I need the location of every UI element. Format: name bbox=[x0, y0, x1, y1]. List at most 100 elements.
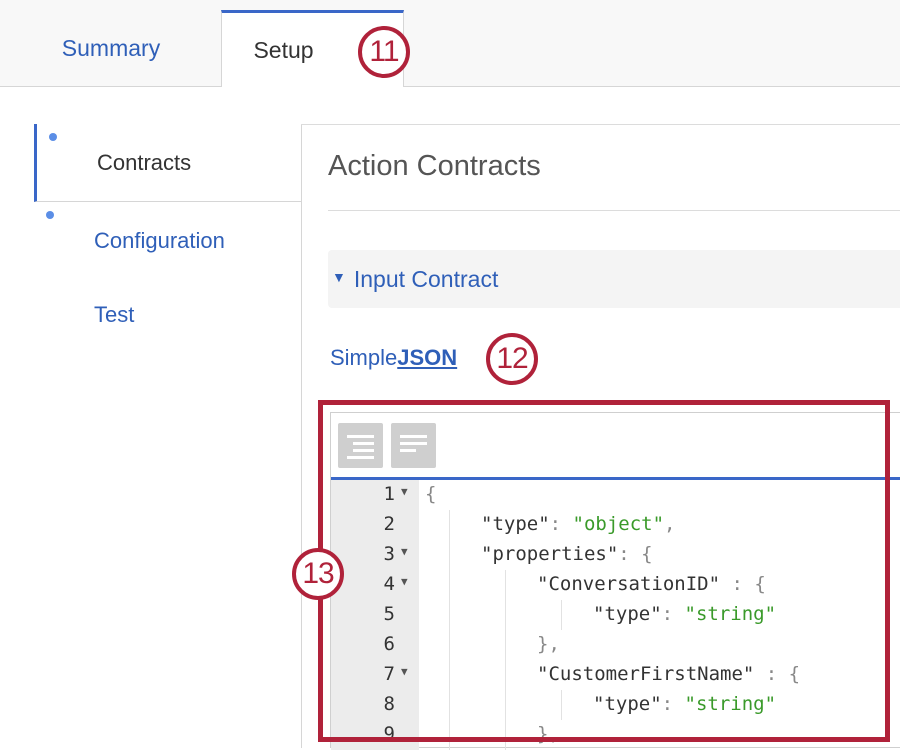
code-token: "type" bbox=[593, 603, 662, 625]
code-text: { bbox=[425, 483, 436, 505]
code-text: }, bbox=[537, 633, 560, 655]
indent-guide bbox=[449, 540, 450, 570]
code-text: "properties": { bbox=[481, 543, 653, 565]
compact-icon bbox=[400, 435, 427, 438]
indent-guide bbox=[449, 660, 450, 690]
code-token: "type" bbox=[593, 693, 662, 715]
code-token: }, bbox=[537, 723, 560, 745]
line-number: 3 bbox=[383, 543, 395, 565]
line-number: 7 bbox=[383, 663, 395, 685]
code-token: : bbox=[661, 693, 685, 715]
editor-mode-switch: SimpleJSON bbox=[330, 345, 457, 371]
code-line: 4 ▼ "ConversationID" : { bbox=[331, 570, 900, 600]
callout-setup: 11 bbox=[358, 26, 410, 78]
code-token: : { bbox=[754, 663, 801, 685]
code-token: , bbox=[664, 513, 676, 535]
code-token: "string" bbox=[684, 603, 777, 625]
code-line: 8 "type": "string" bbox=[331, 690, 900, 720]
caret-down-icon: ▼ bbox=[332, 269, 346, 285]
indent-guide bbox=[505, 630, 506, 660]
fold-toggle-icon[interactable]: ▼ bbox=[401, 665, 408, 678]
line-number: 9 bbox=[383, 723, 395, 745]
tab-bar: Summary Setup bbox=[0, 0, 900, 87]
code-line: 3 ▼ "properties": { bbox=[331, 540, 900, 570]
code-line: 7 ▼ "CustomerFirstName" : { bbox=[331, 660, 900, 690]
line-number: 5 bbox=[383, 603, 395, 625]
simple-mode-link[interactable]: Simple bbox=[330, 345, 398, 370]
indent-guide bbox=[561, 690, 562, 720]
json-editor[interactable]: 1▼{2"type": "object",3▼"properties": {4▼… bbox=[330, 412, 900, 750]
format-icon-line bbox=[353, 449, 374, 452]
indent-guide bbox=[449, 690, 450, 720]
format-icon-line bbox=[347, 456, 374, 459]
tab-summary-label: Summary bbox=[61, 35, 161, 61]
indent-guide bbox=[449, 510, 450, 540]
tab-setup-label: Setup bbox=[253, 36, 314, 63]
indent-guide bbox=[505, 570, 506, 600]
code-token: { bbox=[425, 483, 437, 505]
callout-json-mode: 12 bbox=[486, 333, 538, 385]
indent-guide bbox=[449, 720, 450, 750]
sidebar-item-contracts[interactable]: Contracts bbox=[34, 124, 301, 202]
code-token: "CustomerFirstName" bbox=[537, 663, 755, 685]
sidebar: Contracts Configuration Test bbox=[34, 124, 302, 748]
indent-guide bbox=[505, 720, 506, 750]
fold-toggle-icon[interactable]: ▼ bbox=[401, 575, 408, 588]
callout-editor: 13 bbox=[292, 548, 344, 600]
json-mode-link[interactable]: JSON bbox=[397, 345, 458, 370]
code-text: "type": "string" bbox=[593, 603, 776, 625]
format-icon-line bbox=[353, 442, 374, 445]
fold-toggle-icon[interactable]: ▼ bbox=[401, 545, 408, 558]
sidebar-item-label: Test bbox=[94, 302, 135, 327]
code-area[interactable]: 1▼{2"type": "object",3▼"properties": {4▼… bbox=[331, 480, 900, 750]
format-button[interactable] bbox=[338, 423, 383, 468]
code-token: "string" bbox=[684, 693, 777, 715]
sidebar-item-label: Configuration bbox=[94, 228, 225, 253]
sidebar-item-label: Contracts bbox=[97, 149, 192, 175]
tab-summary[interactable]: Summary bbox=[0, 10, 222, 87]
fold-toggle-icon[interactable]: ▼ bbox=[401, 485, 408, 498]
editor-toolbar bbox=[331, 413, 900, 480]
line-number-gutter bbox=[331, 480, 419, 750]
indent-guide bbox=[505, 600, 506, 630]
indent-guide bbox=[561, 600, 562, 630]
line-number: 2 bbox=[383, 513, 395, 535]
code-text: "ConversationID" : { bbox=[537, 573, 766, 595]
compact-icon-line bbox=[400, 442, 427, 445]
code-line: 1 ▼ { bbox=[331, 480, 900, 510]
line-number: 6 bbox=[383, 633, 395, 655]
sidebar-item-configuration[interactable]: Configuration bbox=[34, 202, 301, 280]
compact-icon-line bbox=[400, 449, 416, 452]
divider bbox=[301, 124, 900, 125]
code-token: "ConversationID" bbox=[537, 573, 721, 595]
code-token: : { bbox=[720, 573, 766, 595]
code-token: : bbox=[549, 513, 573, 535]
sidebar-item-test[interactable]: Test bbox=[34, 278, 301, 352]
line-number: 4 bbox=[383, 573, 395, 595]
code-line: 9}, bbox=[331, 720, 900, 750]
status-dot-icon bbox=[49, 133, 57, 141]
compact-button[interactable] bbox=[391, 423, 436, 468]
divider bbox=[328, 210, 900, 211]
input-contract-accordion[interactable]: ▼ Input Contract bbox=[328, 250, 900, 308]
code-line: 5 "type": "string" bbox=[331, 600, 900, 630]
indent-guide bbox=[449, 600, 450, 630]
code-token: : { bbox=[618, 543, 653, 565]
code-text: "type": "string" bbox=[593, 693, 776, 715]
code-token: }, bbox=[537, 633, 560, 655]
code-token: "properties" bbox=[481, 543, 619, 565]
format-icon bbox=[347, 435, 374, 438]
line-number: 8 bbox=[383, 693, 395, 715]
code-line: 6}, bbox=[331, 630, 900, 660]
code-text: }, bbox=[537, 723, 560, 745]
indent-guide bbox=[449, 630, 450, 660]
accordion-label: Input Contract bbox=[353, 265, 499, 292]
code-token: "object" bbox=[572, 513, 665, 535]
code-token: "type" bbox=[481, 513, 550, 535]
indent-guide bbox=[449, 570, 450, 600]
page-title: Action Contracts bbox=[328, 150, 541, 182]
status-dot-icon bbox=[46, 211, 54, 219]
code-line: 2 "type": "object", bbox=[331, 510, 900, 540]
line-number: 1 bbox=[383, 483, 395, 505]
indent-guide bbox=[505, 660, 506, 690]
